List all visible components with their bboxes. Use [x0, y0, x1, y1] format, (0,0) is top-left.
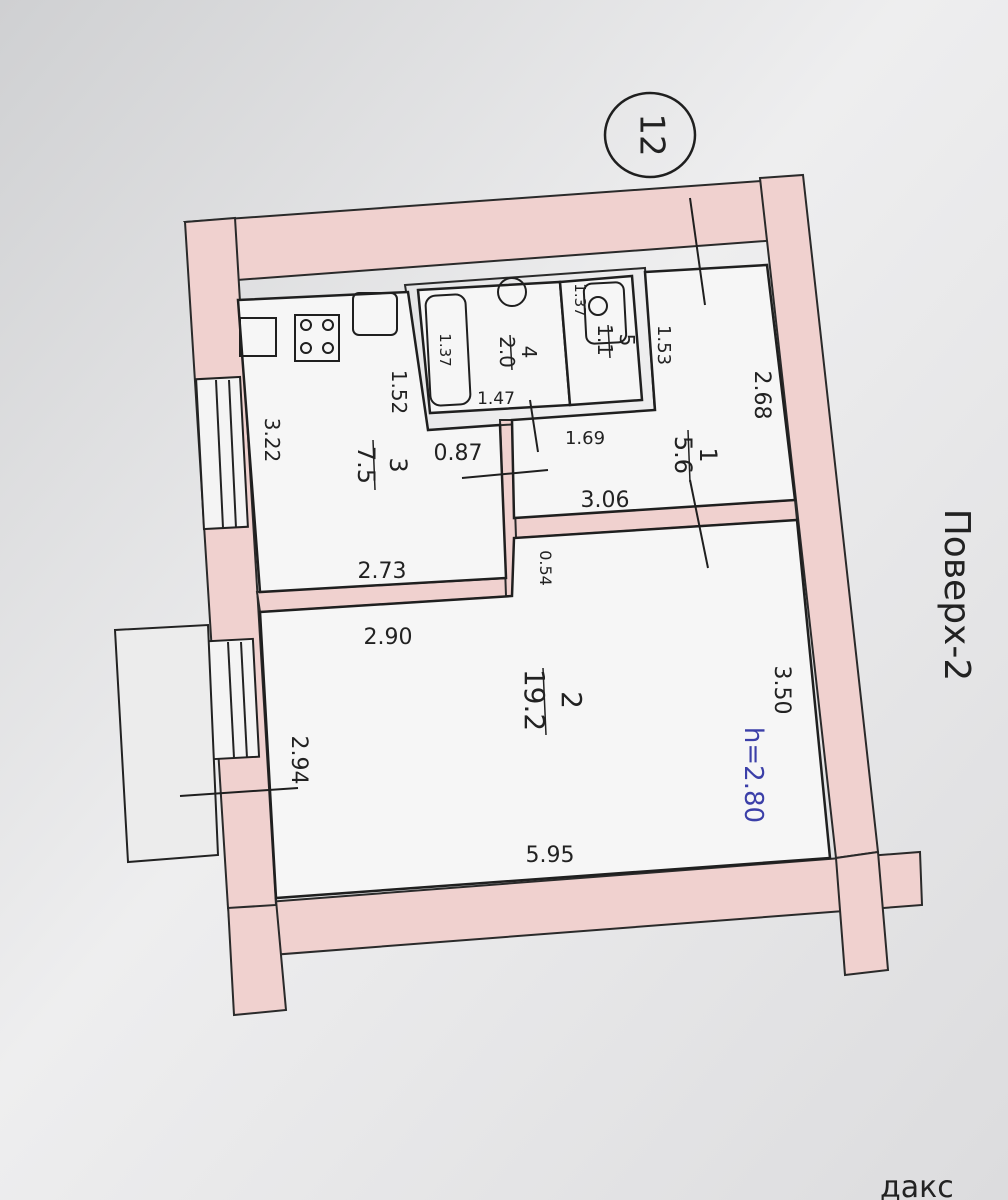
toilet-bowl-icon — [588, 296, 608, 316]
boiler-icon — [239, 317, 277, 357]
window-room-2-frame — [240, 641, 248, 759]
burner-icon — [322, 319, 334, 331]
room-2-fraction-bar — [542, 667, 547, 736]
sink-icon — [352, 292, 398, 336]
dim-hall-small: 1.69 — [565, 428, 605, 449]
room-3-fraction-bar — [372, 439, 376, 491]
room-4-number: 4 — [517, 346, 541, 359]
apartment-number: 12 — [632, 113, 672, 156]
balcony — [113, 623, 220, 864]
dim-hall-gap: 0.87 — [434, 441, 483, 466]
toilet-icon — [582, 281, 628, 345]
room-5-fraction-bar — [607, 324, 611, 359]
burner-icon — [300, 319, 312, 331]
window-room-3-frame — [228, 379, 237, 529]
room-4-area: 2.0 — [495, 336, 519, 368]
window-room-3-frame — [215, 379, 224, 529]
wall-stub-right — [834, 850, 890, 977]
windows — [195, 375, 261, 761]
room-2-number: 2 — [555, 691, 588, 709]
dim-r2-length: 5.95 — [526, 843, 575, 868]
cut-line — [689, 197, 706, 306]
room-5-toilet — [558, 274, 644, 407]
fixtures — [239, 277, 628, 407]
dim-r3-left: 3.22 — [260, 418, 284, 463]
window-room-2-frame — [227, 641, 235, 759]
bathtub-icon — [424, 293, 472, 407]
dim-r2-top: 3.50 — [769, 666, 794, 715]
dim-r2-upper: 2.90 — [364, 625, 413, 650]
wall-stub-left — [226, 898, 288, 1017]
apartment-number-circle — [603, 91, 697, 179]
room-5-area: 1.1 — [593, 324, 617, 356]
cut-line — [689, 479, 709, 569]
cut-lines — [179, 197, 709, 797]
dim-r4-bath: 1.37 — [436, 333, 454, 366]
dim-r1-width: 1.53 — [653, 325, 674, 365]
dim-r5-width: 1.37 — [571, 283, 589, 316]
room-4-fraction-bar — [509, 334, 513, 371]
cut-line — [179, 787, 299, 797]
cut-line — [461, 469, 549, 479]
burner-icon — [322, 342, 334, 354]
room-1-fraction-bar — [687, 429, 691, 483]
dim-r2-notch: 0.54 — [536, 550, 555, 586]
room-labels: 1 5.6 2 19.2 3 7.5 4 2.0 5 1.1 — [352, 324, 722, 736]
dim-r3-bottom: 2.73 — [358, 559, 407, 584]
room-3-area: 7.5 — [352, 446, 380, 484]
dim-r1-bottom: 3.06 — [581, 488, 630, 513]
floor-label: Поверх-2 — [936, 509, 977, 682]
washbasin-icon — [497, 277, 527, 307]
dimension-labels: 2.68 1.53 3.06 1.69 0.87 3.50 5.95 2.90 … — [260, 283, 794, 868]
stove-icon — [294, 314, 340, 362]
dim-r3-top: 1.52 — [387, 370, 411, 415]
footer-fragment: дакс — [880, 1170, 954, 1200]
room-5-number: 5 — [615, 334, 639, 347]
room-1-number: 1 — [694, 447, 722, 462]
dim-r4-width: 1.47 — [477, 389, 515, 409]
dim-r1-length: 2.68 — [749, 371, 774, 420]
dim-r2-lower: 2.94 — [286, 736, 311, 785]
room-1-area: 5.6 — [669, 436, 697, 474]
ceiling-height: h=2.80 — [738, 727, 768, 823]
room-3-kitchen — [236, 290, 508, 594]
cut-line — [529, 399, 539, 453]
burner-icon — [300, 342, 312, 354]
room-3-number: 3 — [384, 457, 412, 472]
room-1-hall — [510, 263, 797, 520]
